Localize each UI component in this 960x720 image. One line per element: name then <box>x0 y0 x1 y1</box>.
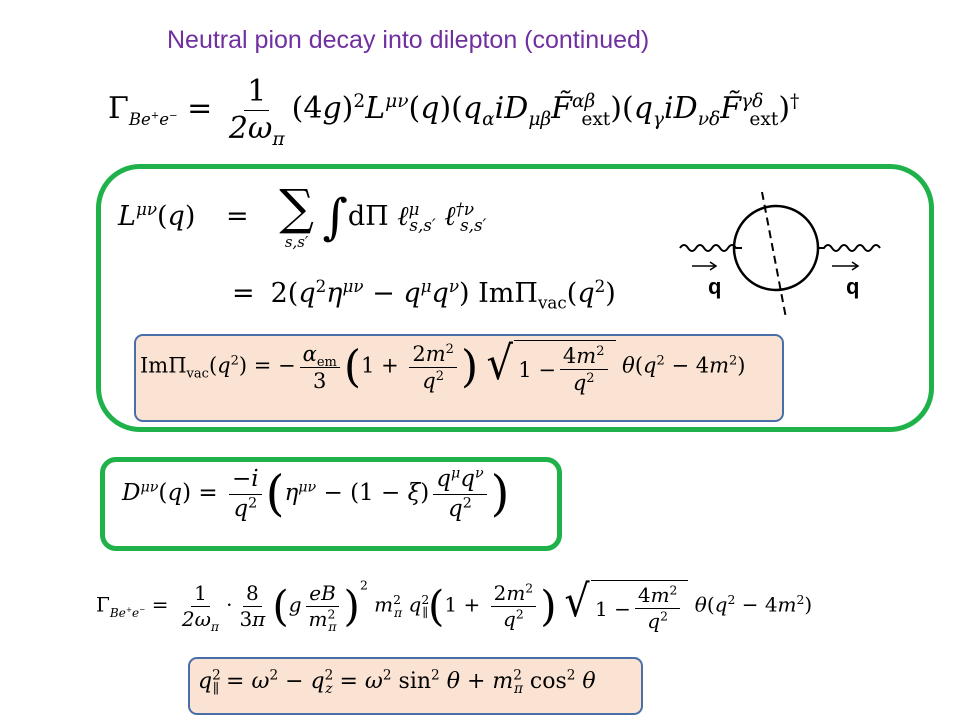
vacuum-polarization-diagram <box>679 191 881 319</box>
lepton-loop <box>732 204 820 292</box>
propagator-box <box>100 457 562 551</box>
left-momentum-label: q <box>708 274 722 299</box>
left-photon-line <box>679 244 742 252</box>
lepton-tensor-result: =2(q2ημν − qμqν) ImΠvac(q2) <box>232 276 616 313</box>
unitarity-cut <box>761 191 787 319</box>
im-pi-vac-box <box>134 334 784 422</box>
right-momentum-label: q <box>846 274 860 299</box>
vacuum-polarization-box <box>96 164 934 432</box>
lepton-tensor-sum: Lμν(q) = ∑ s,s′ ∫dΠ ℓμs,s′ ℓ†νs,s′ <box>118 180 487 251</box>
slide-title: Neutral pion decay into dilepton (contin… <box>167 26 650 54</box>
q-parallel-box <box>188 657 643 715</box>
right-photon-line <box>818 244 881 252</box>
q-parallel-equation: q2∥ = ω2 − q2z = ω2 sin2 θ + m2π cos2 θ <box>198 667 596 698</box>
